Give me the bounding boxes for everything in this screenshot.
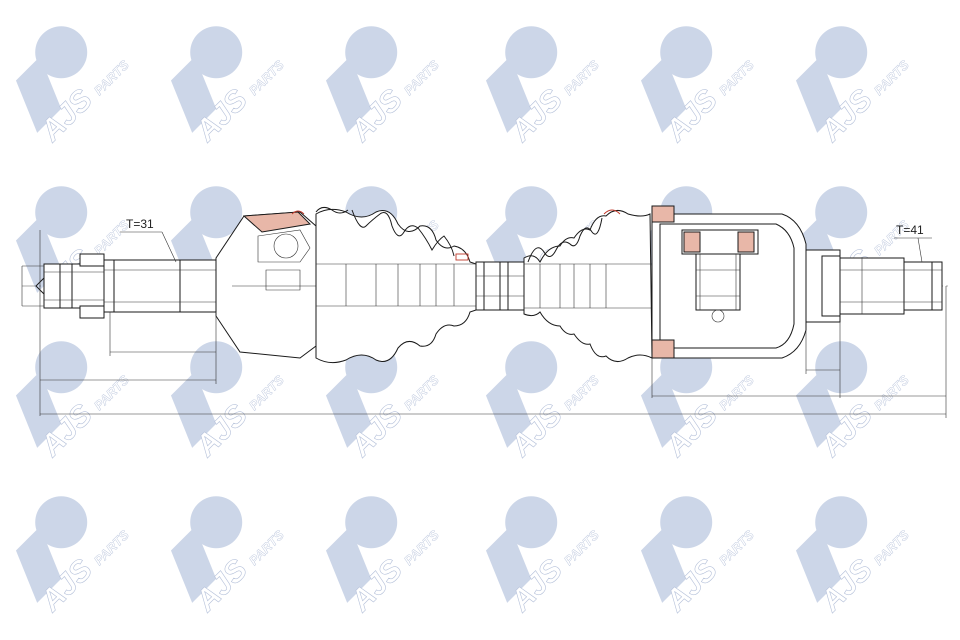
watermark-stripe-icon (795, 371, 842, 448)
watermark-emblem-icon (505, 496, 558, 549)
watermark-suffix: PARTS (401, 372, 442, 413)
watermark-stripe-icon (795, 526, 842, 603)
watermark-suffix: PARTS (91, 527, 132, 568)
watermark-stripe-icon (485, 56, 532, 133)
inner-spline-end (35, 253, 217, 319)
watermark-emblem-icon (345, 496, 398, 549)
outer-spline-end (805, 249, 943, 323)
dimension-lines (21, 230, 947, 418)
watermark-emblem-icon (190, 186, 243, 239)
watermark-suffix: PARTS (401, 527, 442, 568)
outer-teeth-label: T=41 (896, 223, 924, 237)
watermark-stripe-icon (15, 526, 62, 603)
shaft (475, 261, 525, 311)
watermark-suffix: PARTS (246, 57, 287, 98)
watermark-emblem-icon (815, 186, 868, 239)
watermark-stripe-icon (485, 371, 532, 448)
watermark-emblem-icon (660, 496, 713, 549)
watermark-suffix: PARTS (246, 372, 287, 413)
inner-boot (315, 206, 477, 364)
watermark-stripe-icon (325, 371, 372, 448)
watermark-suffix: PARTS (871, 57, 912, 98)
watermark-emblem-icon (345, 26, 398, 79)
inner-teeth-label: T=31 (126, 217, 154, 231)
watermark-stripe-icon (15, 56, 62, 133)
watermark-emblem-icon (660, 26, 713, 79)
watermark-suffix: PARTS (716, 372, 757, 413)
watermark-stripe-icon (170, 371, 217, 448)
watermark-suffix: PARTS (561, 527, 602, 568)
watermark-stripe-icon (15, 371, 62, 448)
outer-boot (523, 209, 653, 362)
watermark-emblem-icon (505, 186, 558, 239)
watermark-emblem-icon (815, 341, 868, 394)
watermark-stripe-icon (325, 526, 372, 603)
watermark-emblem-icon (190, 26, 243, 79)
watermark-suffix: PARTS (716, 527, 757, 568)
watermark-stripe-icon (170, 56, 217, 133)
watermark-stripe-icon (325, 56, 372, 133)
watermark-emblem-icon (190, 496, 243, 549)
watermark-stripe-icon (795, 56, 842, 133)
watermark-emblem-icon (815, 26, 868, 79)
watermark-suffix: PARTS (561, 372, 602, 413)
watermark-suffix: PARTS (91, 57, 132, 98)
outer-joint-housing (651, 205, 807, 359)
inner-joint-housing (215, 210, 317, 359)
watermark-emblem-icon (35, 26, 88, 79)
watermark-stripe-icon (640, 526, 687, 603)
watermark-emblem-icon (35, 496, 88, 549)
outer-teeth-callout: T=41 (894, 223, 932, 263)
watermark-emblem-icon (505, 341, 558, 394)
watermark-stripe-icon (170, 526, 217, 603)
inner-teeth-callout: T=31 (120, 217, 177, 263)
watermark-suffix: PARTS (401, 57, 442, 98)
watermark-stripe-icon (640, 56, 687, 133)
watermark-suffix: PARTS (246, 527, 287, 568)
watermark-suffix: PARTS (871, 372, 912, 413)
watermark-suffix: PARTS (91, 372, 132, 413)
watermark-stripe-icon (485, 526, 532, 603)
watermark-emblem-icon (35, 186, 88, 239)
watermark-suffix: PARTS (871, 527, 912, 568)
watermark-suffix: PARTS (716, 57, 757, 98)
watermark-emblem-icon (505, 26, 558, 79)
watermark-emblem-icon (815, 496, 868, 549)
watermark-suffix: PARTS (561, 57, 602, 98)
